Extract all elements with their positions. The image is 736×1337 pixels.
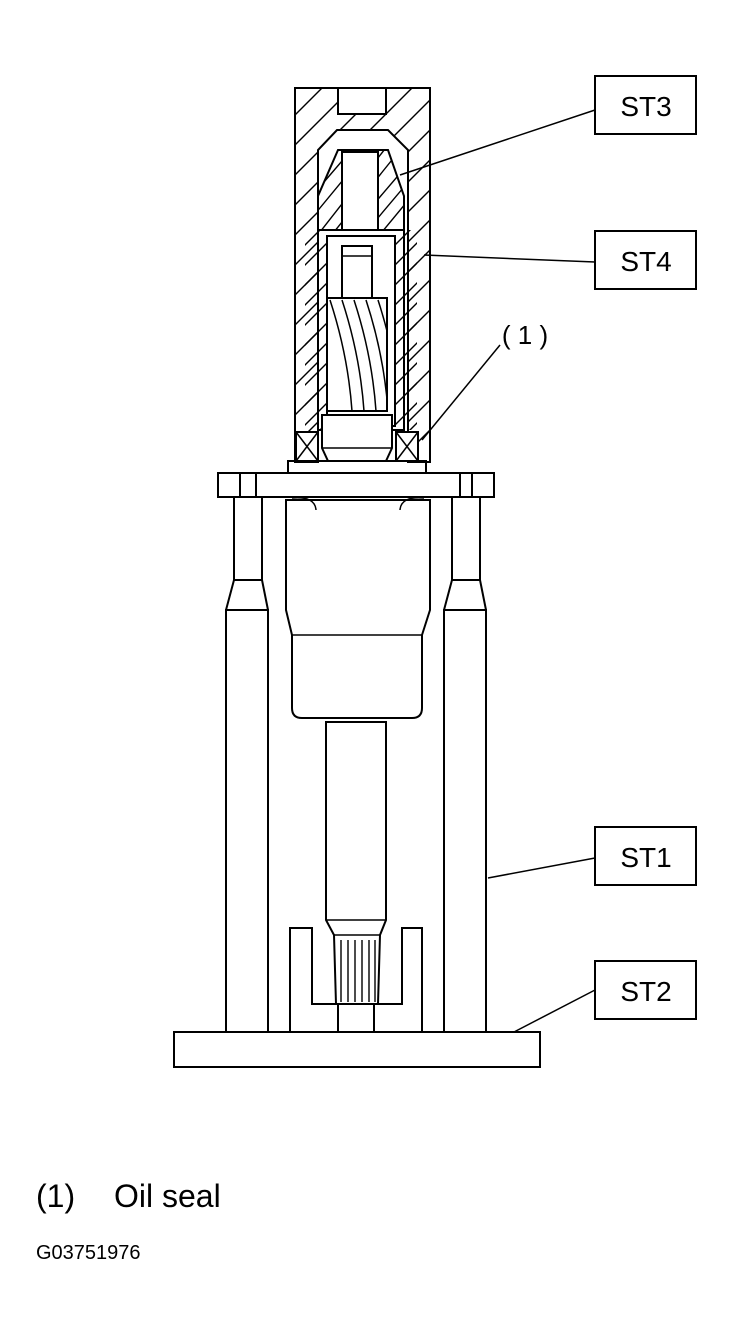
legend-text: Oil seal	[114, 1178, 221, 1214]
base-plate	[173, 1031, 541, 1068]
label-st3: ST3	[594, 75, 697, 135]
right-column	[443, 497, 487, 1033]
splined-shaft	[325, 721, 387, 1005]
flange-plate	[217, 460, 495, 498]
label-st4: ST4	[594, 230, 697, 290]
callout-oil-seal: ( 1 )	[502, 320, 548, 350]
legend: (1) Oil seal	[36, 1178, 221, 1215]
leader-lines	[399, 109, 596, 1033]
label-st2: ST2	[594, 960, 697, 1020]
label-st4-text: ST4	[620, 246, 671, 277]
figure-code: G03751976	[36, 1242, 141, 1264]
oil-seal-marks	[295, 431, 419, 462]
legend-number: (1)	[36, 1178, 76, 1214]
left-column	[225, 497, 269, 1033]
lower-holder	[289, 927, 423, 1033]
pinion-shaft	[321, 245, 393, 462]
label-st3-text: ST3	[620, 91, 671, 122]
label-st2-text: ST2	[620, 976, 671, 1007]
housing-body	[285, 497, 431, 719]
label-st1-text: ST1	[620, 842, 671, 873]
label-st1: ST1	[594, 826, 697, 886]
